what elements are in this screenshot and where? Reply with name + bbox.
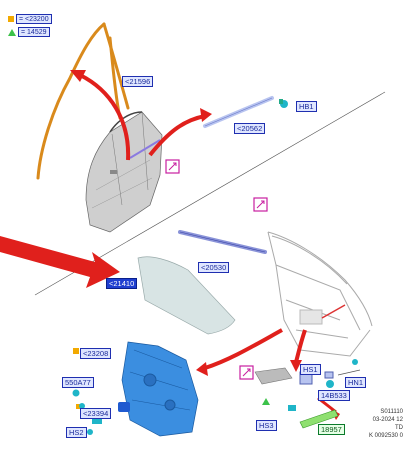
callout-hs2[interactable]: HS2	[66, 427, 87, 438]
reference-line-4: K 0092530 0	[368, 433, 403, 439]
legend-triangle-swatch	[8, 28, 16, 36]
callout-21410[interactable]: <21410	[106, 278, 138, 289]
left-fasteners	[72, 348, 93, 435]
arrow-to-moulding	[148, 114, 206, 157]
callout-550a77[interactable]: 550A77	[62, 377, 94, 388]
belt-moulding-outer	[203, 96, 274, 128]
arrow-to-seal	[79, 73, 131, 161]
window-regulator	[121, 341, 199, 437]
reference-line-3: TD	[395, 425, 403, 431]
lower-seal-inner	[321, 304, 346, 319]
arrow-to-latch-head	[290, 360, 302, 372]
connector-hb1	[279, 99, 288, 108]
service-icon-1	[165, 159, 180, 174]
arrow-to-regulator-head	[196, 362, 208, 376]
callout-hs1[interactable]: HS1	[300, 364, 321, 375]
legend-row-2: = 14529	[8, 27, 50, 37]
callout-14b533[interactable]: 14B533	[318, 390, 350, 401]
divider-line	[34, 91, 386, 296]
arrow-to-regulator	[204, 328, 283, 370]
door-glass	[137, 256, 236, 335]
door-shell-front	[85, 111, 163, 233]
callout-hn1[interactable]: HN1	[345, 377, 367, 388]
service-icon-2	[253, 197, 268, 212]
callout-20562[interactable]: <20562	[234, 123, 266, 134]
legend-row-1: = <23200	[8, 14, 52, 24]
legend-label-2: = 14529	[18, 27, 50, 37]
callout-23394[interactable]: <23394	[80, 408, 112, 419]
belt-moulding-inner	[178, 230, 267, 254]
callout-20530[interactable]: <20530	[198, 262, 230, 273]
reference-block: S011110 03-2024 12 TD K 0092530 0	[369, 408, 403, 440]
callout-18957[interactable]: 18957	[318, 424, 345, 435]
callout-23208[interactable]: <23208	[80, 348, 112, 359]
door-inner-frame	[267, 231, 373, 357]
legend-label-1: = <23200	[16, 14, 52, 24]
arrow-to-moulding-head	[200, 108, 212, 122]
reference-line-2: 03-2024 12	[372, 417, 403, 423]
regulator-motor	[92, 402, 130, 424]
arrow-to-seal-head	[70, 70, 86, 82]
callout-hb1[interactable]: HB1	[296, 101, 317, 112]
legend-square-swatch	[8, 16, 14, 22]
callout-hs3[interactable]: HS3	[256, 420, 277, 431]
door-latch-assembly	[239, 359, 361, 429]
reference-line-1: S011110	[380, 409, 403, 415]
callout-21596[interactable]: <21596	[122, 76, 154, 87]
big-arrow-to-glass	[0, 236, 120, 288]
